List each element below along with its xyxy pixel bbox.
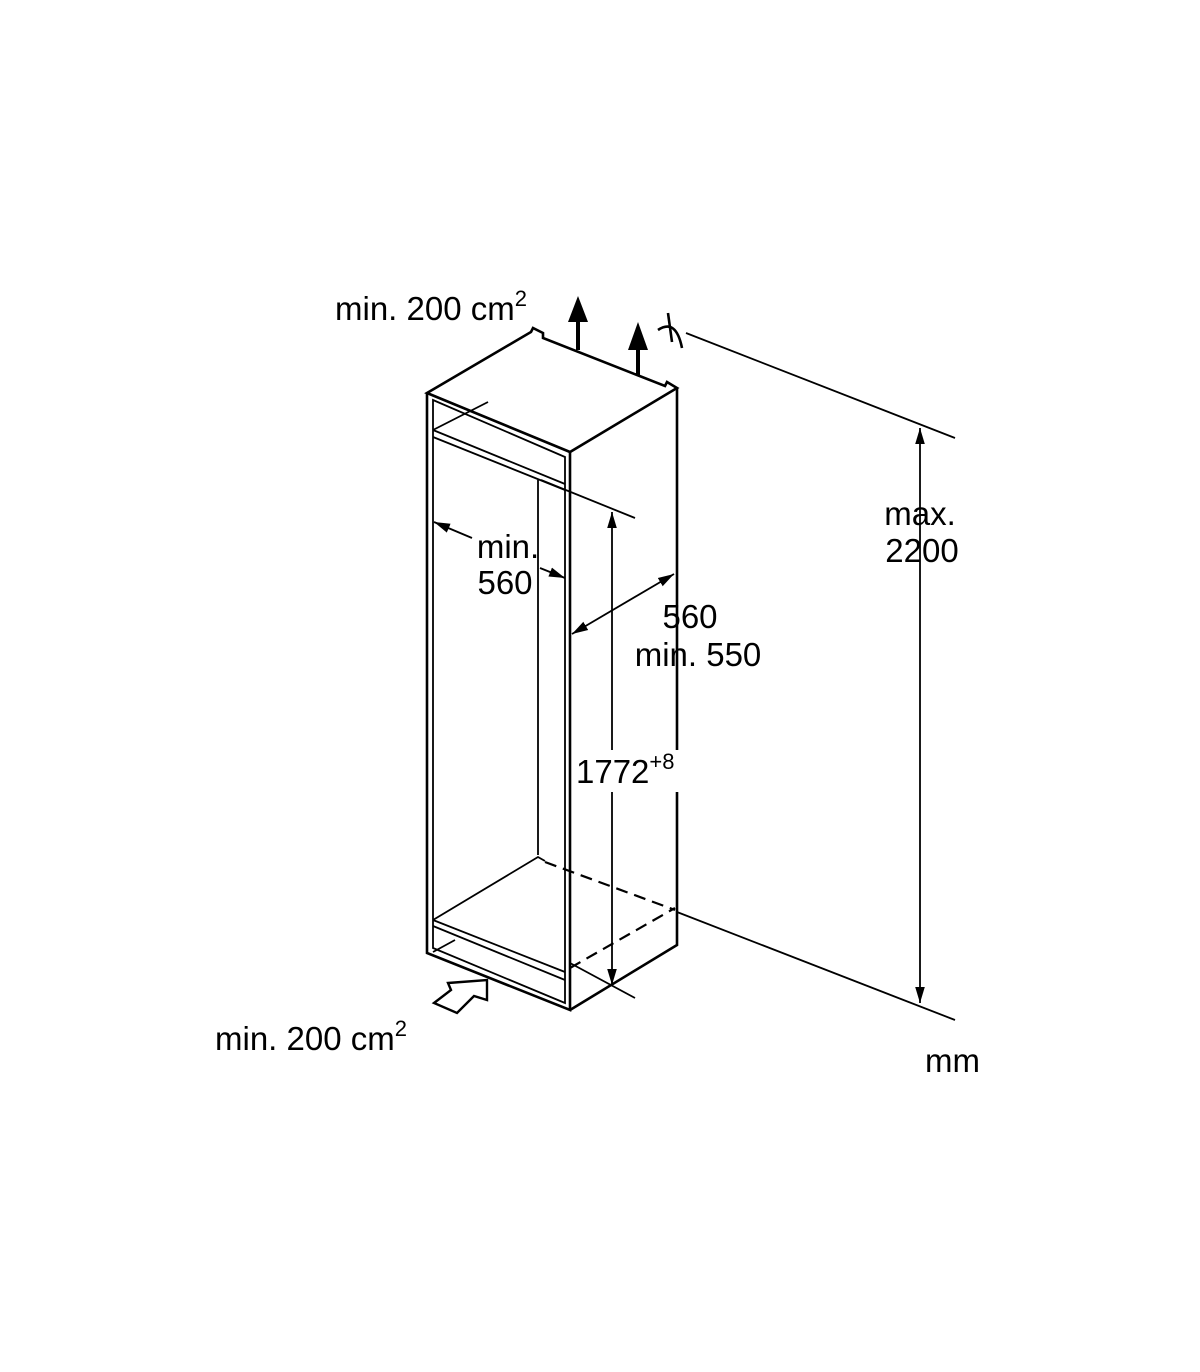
niche-depth-dimension: 560 min. 550 xyxy=(571,573,762,673)
niche-width-label-1: min. xyxy=(477,528,539,565)
bottom-vent-label: min. 200 cm2 xyxy=(215,1016,407,1057)
top-vent-label: min. 200 cm2 xyxy=(335,286,527,327)
max-height-label-2: 2200 xyxy=(885,532,958,569)
cabinet-niche xyxy=(424,326,680,1012)
niche-height-label: 1772+8 xyxy=(576,749,675,790)
tolerance-symbol-icon xyxy=(657,312,684,349)
niche-depth-label-2: min. 550 xyxy=(635,636,762,673)
niche-depth-label-1: 560 xyxy=(662,598,717,635)
niche-height-dimension: 1772+8 xyxy=(540,479,690,999)
airflow-up-arrow xyxy=(568,296,648,376)
max-height-label-1: max. xyxy=(884,495,956,532)
niche-width-label-2: 560 xyxy=(477,564,532,601)
airflow-in-arrow xyxy=(431,978,489,1015)
max-height-dimension: max. 2200 xyxy=(676,332,959,1021)
niche-width-dimension: min. 560 xyxy=(433,521,566,601)
unit-label: mm xyxy=(925,1042,980,1079)
